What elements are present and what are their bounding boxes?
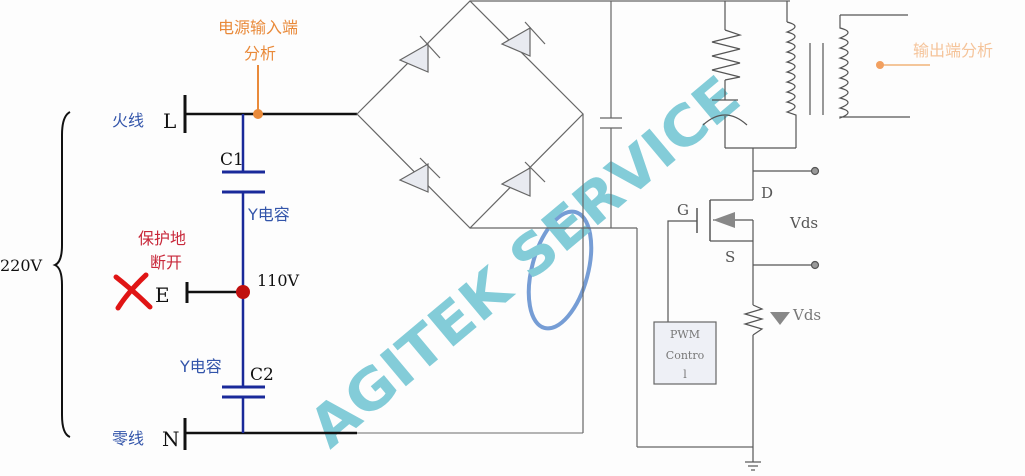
voltage-brace	[52, 111, 71, 438]
snubber-resistor	[711, 29, 743, 81]
vds-label: Vds	[789, 214, 818, 232]
labels: 电源输入端 分析 输出端分析 火线 L 零线 N E 保护地 断开 C1 C2 …	[0, 18, 993, 451]
c1-label: C1	[220, 150, 244, 170]
vds-label: Vds	[792, 306, 821, 324]
source-test-point	[810, 260, 820, 270]
drain-test-point	[810, 166, 820, 176]
ground-icon	[745, 461, 761, 471]
drain-label: D	[761, 184, 773, 202]
diode-icon	[500, 161, 546, 197]
input-section	[52, 65, 583, 450]
c2-label: C2	[250, 365, 274, 385]
midpoint-node	[236, 285, 250, 299]
live-letter: L	[163, 109, 176, 133]
input-analysis-label: 分析	[244, 44, 276, 63]
output-probe-dot	[876, 61, 884, 69]
diode-icon	[398, 157, 441, 193]
bridge-rectifier	[356, 0, 790, 448]
flyback-section	[653, 1, 930, 471]
pwm-label: PWM	[670, 328, 700, 341]
snubber-cap-curve	[702, 114, 748, 126]
diode-icon	[398, 35, 441, 73]
pwm-label: Contro	[666, 349, 705, 362]
diode-icon	[500, 21, 546, 57]
y-cap-label: Y电容	[247, 205, 290, 224]
pwm-label: l	[683, 368, 687, 381]
neutral-wire-label: 零线	[112, 429, 144, 448]
watermark-swoosh	[526, 209, 594, 331]
source-label: S	[725, 248, 735, 266]
earth-letter: E	[155, 283, 170, 307]
earth-note: 断开	[150, 253, 182, 272]
earth-note: 保护地	[138, 229, 186, 248]
input-analysis-label: 电源输入端	[218, 18, 298, 37]
live-wire-label: 火线	[112, 111, 144, 130]
input-probe-dot	[253, 109, 263, 119]
sense-resistor	[742, 304, 765, 336]
primary-winding	[784, 21, 797, 148]
pwm-controller	[653, 321, 717, 385]
y-cap-label: Y电容	[179, 357, 222, 376]
gate-label: G	[677, 201, 689, 219]
mains-voltage-label: 220V	[0, 256, 43, 275]
neutral-letter: N	[162, 427, 180, 451]
output-analysis-label: 输出端分析	[913, 41, 993, 60]
mosfet-arrow	[713, 212, 735, 228]
mid-voltage-label: 110V	[257, 271, 300, 290]
disconnect-x-icon	[113, 272, 153, 311]
secondary-winding	[837, 14, 910, 119]
